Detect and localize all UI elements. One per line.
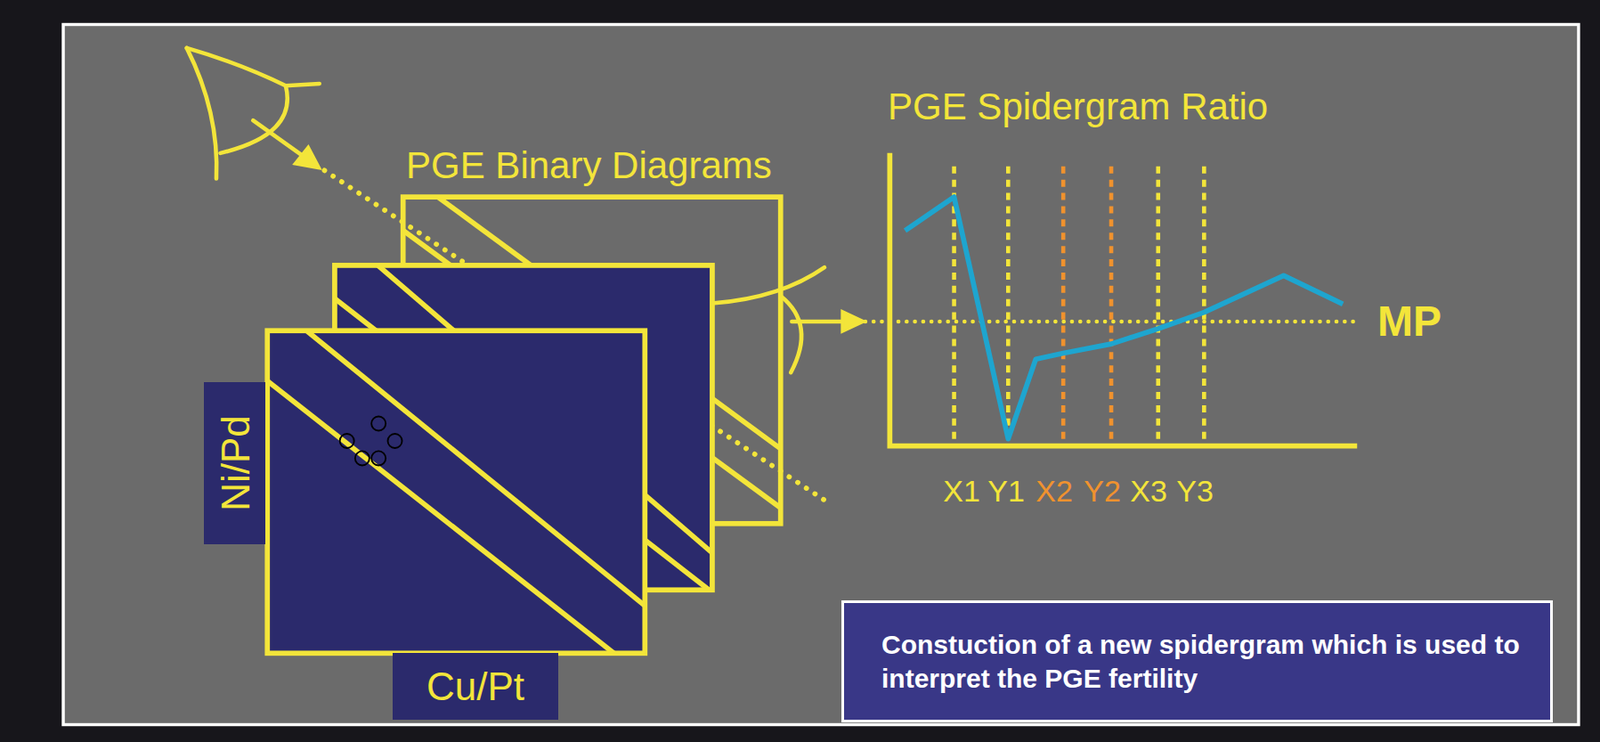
axis-label: Ni/Pd <box>210 414 260 512</box>
binary-diagram <box>267 330 645 653</box>
grid-line <box>1109 166 1114 447</box>
grid-line <box>1202 166 1207 447</box>
data-point <box>371 450 386 465</box>
axis-label-box: Ni/Pd <box>203 381 266 545</box>
data-point <box>355 450 370 465</box>
data-point <box>371 415 386 431</box>
grid-line <box>1061 166 1066 447</box>
axis-label: Cu/Pt <box>426 661 525 711</box>
band-line <box>267 377 621 653</box>
panel <box>63 24 1579 724</box>
data-point <box>387 433 402 448</box>
sight-arrow <box>252 120 307 158</box>
caption-text: Constuction of a new spidergram which is… <box>881 627 1533 695</box>
axis-tick-label: Y1 <box>987 474 1025 508</box>
data-point <box>340 433 355 448</box>
axis-tick-label: X3 <box>1129 474 1168 508</box>
eye-lid <box>186 48 218 179</box>
band-line <box>304 330 646 612</box>
axis-tick-label: X2 <box>1035 474 1073 508</box>
reference-label: MP <box>1377 298 1442 346</box>
eye-lid <box>714 267 825 303</box>
grid-line <box>1155 166 1161 447</box>
axis-tick-label: Y3 <box>1176 474 1214 508</box>
heading: PGE Binary Diagrams <box>406 145 772 187</box>
axis-label-box: Cu/Pt <box>392 652 559 720</box>
caption-box: Constuction of a new spidergram which is… <box>841 600 1553 723</box>
arrow-head <box>843 312 863 332</box>
axis-tick-label: X1 <box>942 474 981 508</box>
arrow-head <box>295 147 318 168</box>
eye-iris <box>780 295 802 373</box>
data-points <box>340 415 403 465</box>
sight-arrow <box>791 319 845 325</box>
grid-line <box>1006 166 1011 447</box>
diagonal-band <box>267 330 645 653</box>
eye-lid <box>186 48 320 86</box>
eye-symbol <box>186 48 320 179</box>
chart-axes <box>889 153 1357 447</box>
grid-lines <box>954 166 1205 447</box>
heading: PGE Spidergram Ratio <box>887 86 1268 128</box>
eye-symbol <box>714 267 862 373</box>
mp-line <box>865 319 1357 325</box>
spidergram-line <box>905 196 1344 439</box>
axis-tick-label: Y2 <box>1083 474 1121 508</box>
